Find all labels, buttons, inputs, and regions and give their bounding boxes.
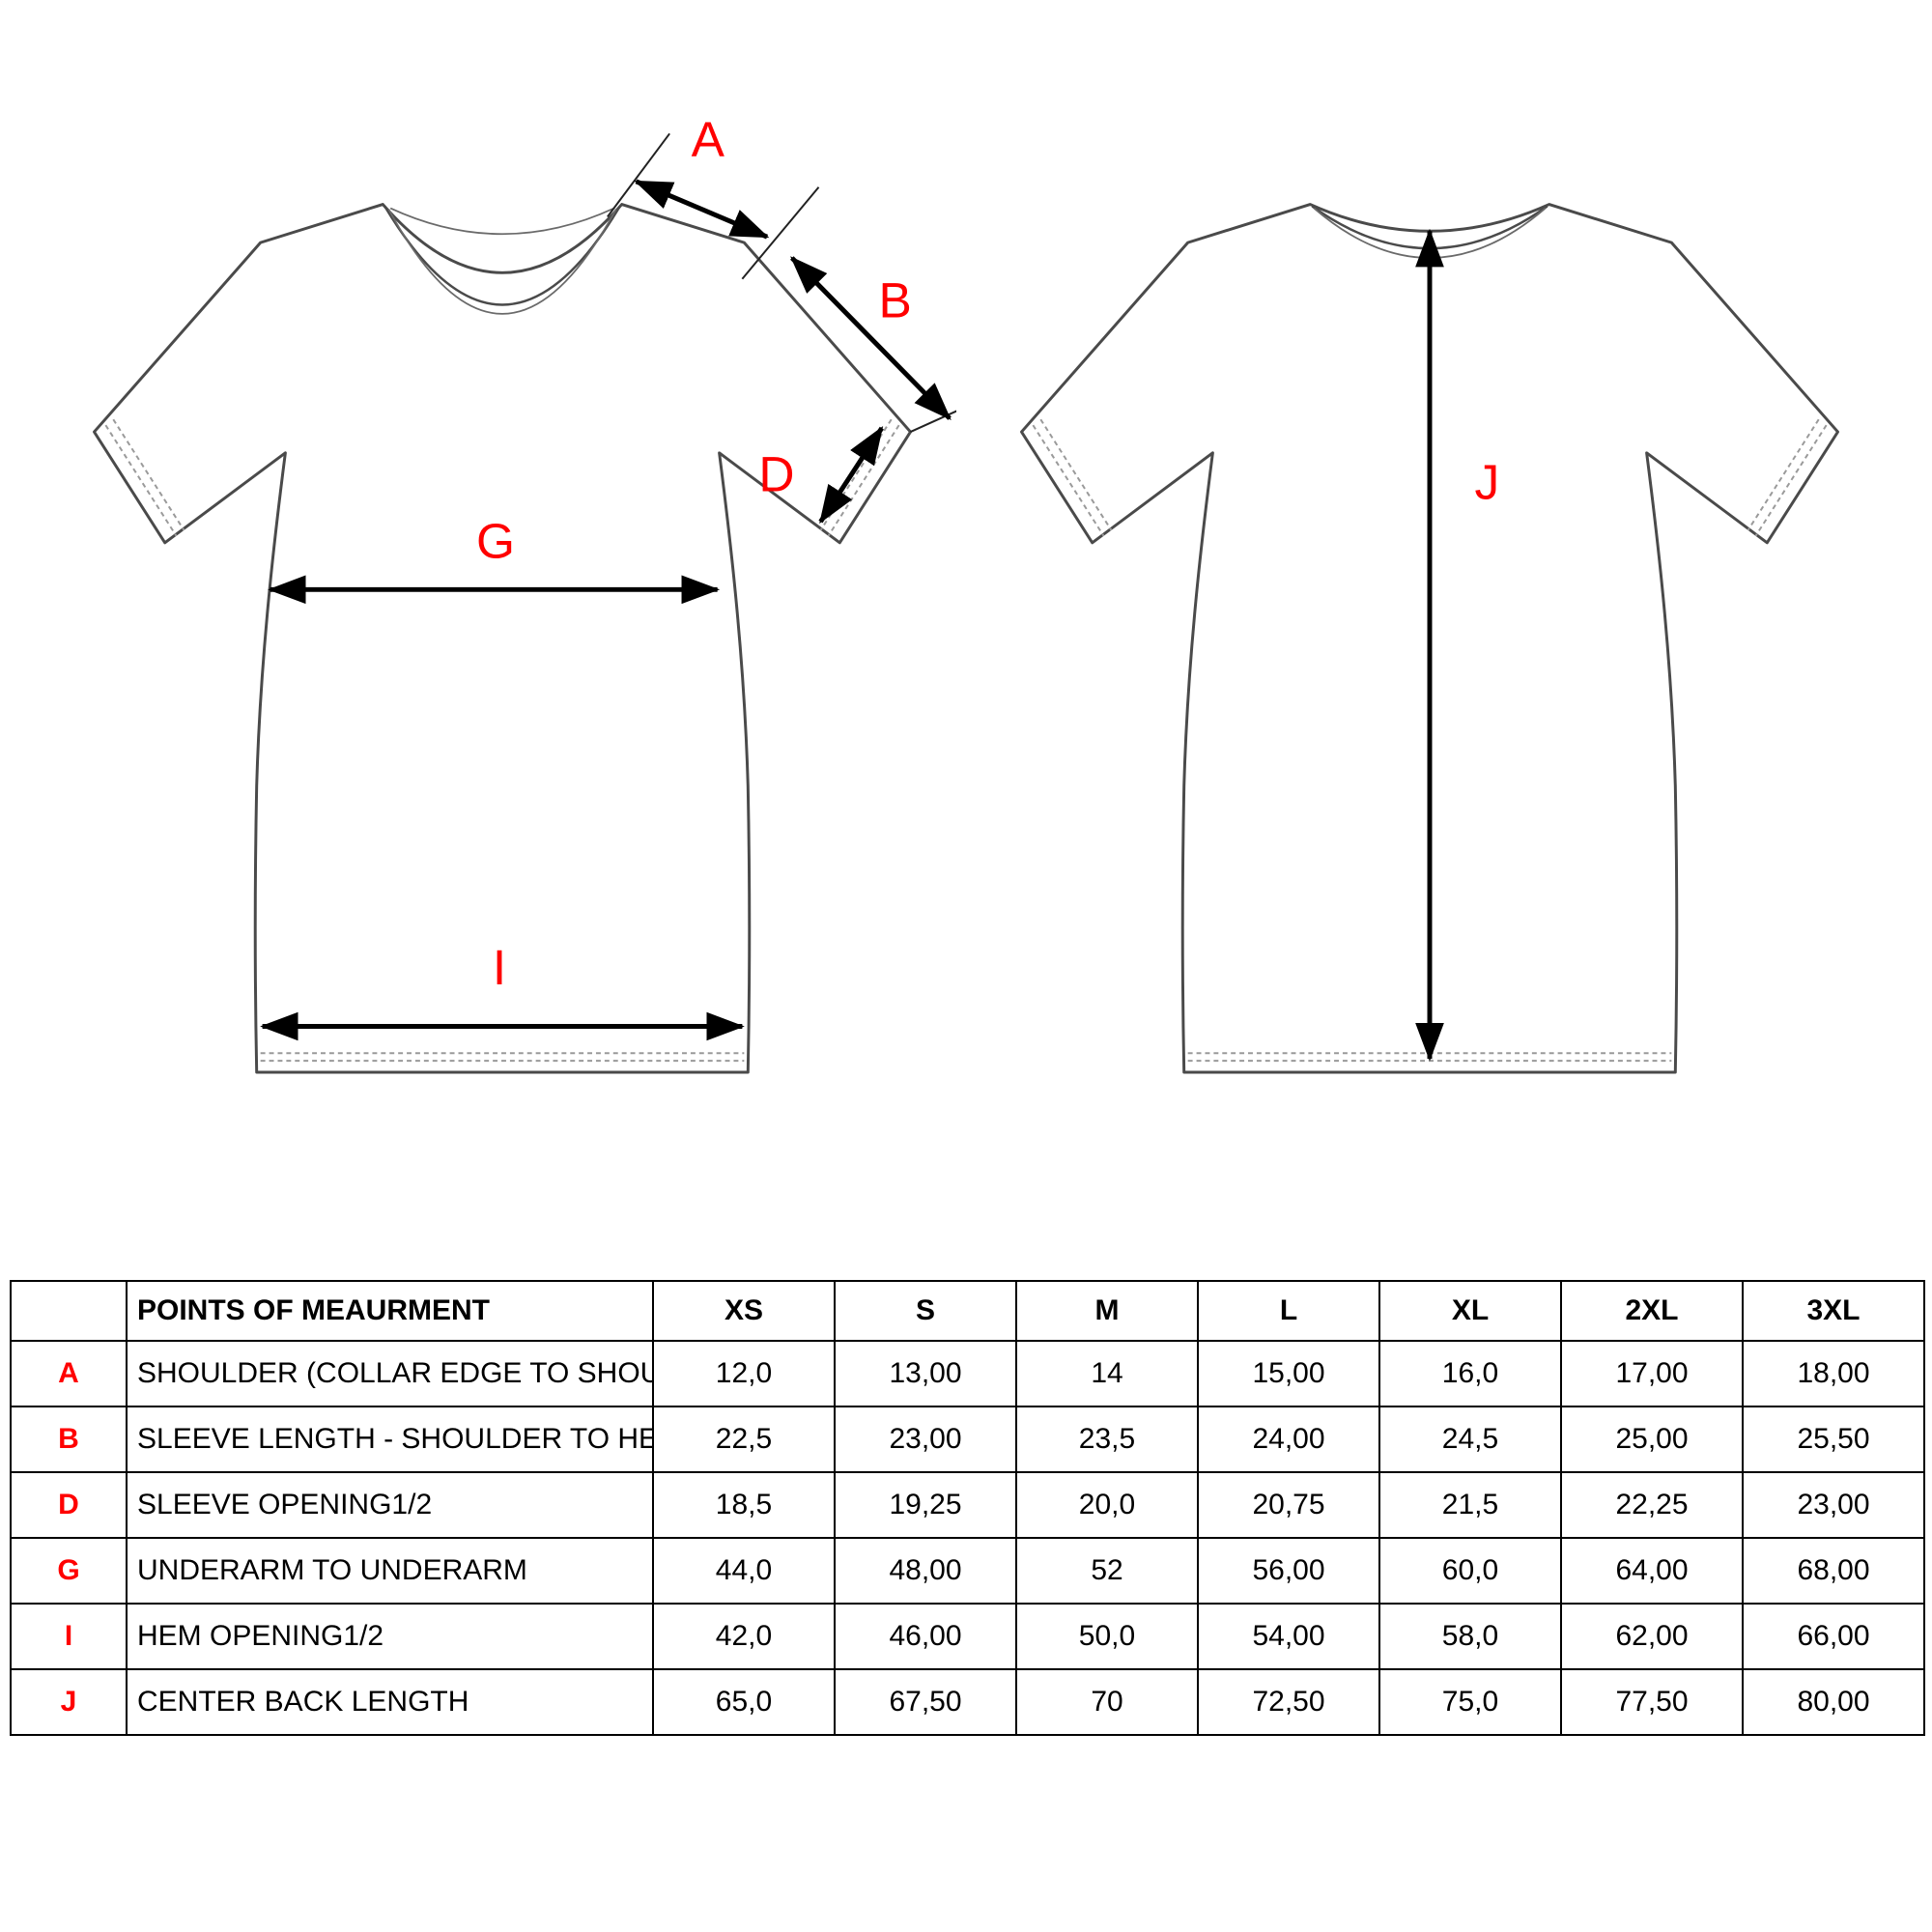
row-value: 23,00 <box>1742 1471 1925 1539</box>
tshirt-back-diagram: J <box>1020 203 1839 1074</box>
row-value: 22,5 <box>652 1406 836 1473</box>
back-measurement-arrows: J <box>1415 228 1500 1062</box>
row-value: 22,25 <box>1560 1471 1744 1539</box>
measurement-label-i: I <box>493 939 506 995</box>
size-header-2xl: 2XL <box>1560 1280 1744 1342</box>
row-value: 16,0 <box>1378 1340 1562 1407</box>
collar-stitch <box>387 209 617 315</box>
tshirt-diagrams: A B D G I J <box>93 116 1839 1074</box>
guide-line-sleeve <box>910 410 956 433</box>
row-key: D <box>10 1471 128 1539</box>
row-value: 20,75 <box>1197 1471 1380 1539</box>
table-row-i: I HEM OPENING1/2 42,0 46,00 50,0 54,00 5… <box>10 1603 1925 1670</box>
arrow-d-sleeve-opening <box>818 426 884 525</box>
row-value: 23,00 <box>834 1406 1017 1473</box>
table-row-d: D SLEEVE OPENING1/2 18,5 19,25 20,0 20,7… <box>10 1471 1925 1539</box>
row-key: G <box>10 1537 128 1605</box>
row-value: 15,00 <box>1197 1340 1380 1407</box>
row-value: 56,00 <box>1197 1537 1380 1605</box>
size-header-xs: XS <box>652 1280 836 1342</box>
row-value: 14 <box>1015 1340 1199 1407</box>
tshirt-front-diagram: A B D G I <box>93 116 956 1074</box>
measurement-label-g: G <box>476 513 515 569</box>
row-value: 18,5 <box>652 1471 836 1539</box>
row-value: 70 <box>1015 1668 1199 1736</box>
row-key: J <box>10 1668 128 1736</box>
row-value: 77,50 <box>1560 1668 1744 1736</box>
row-value: 21,5 <box>1378 1471 1562 1539</box>
points-of-measurement-header: POINTS OF MEAURMENT <box>126 1280 654 1342</box>
row-value: 50,0 <box>1015 1603 1199 1670</box>
row-value: 42,0 <box>652 1603 836 1670</box>
row-value: 72,50 <box>1197 1668 1380 1736</box>
row-value: 80,00 <box>1742 1668 1925 1736</box>
row-name: HEM OPENING1/2 <box>126 1603 654 1670</box>
row-name: UNDERARM TO UNDERARM <box>126 1537 654 1605</box>
row-value: 13,00 <box>834 1340 1017 1407</box>
table-row-j: J CENTER BACK LENGTH 65,0 67,50 70 72,50… <box>10 1668 1925 1736</box>
row-value: 12,0 <box>652 1340 836 1407</box>
row-value: 66,00 <box>1742 1603 1925 1670</box>
measurement-table: POINTS OF MEAURMENT XS S M L XL 2XL 3XL … <box>10 1280 1925 1736</box>
row-value: 48,00 <box>834 1537 1017 1605</box>
measurement-label-d: D <box>758 445 794 501</box>
row-value: 46,00 <box>834 1603 1017 1670</box>
row-value: 23,5 <box>1015 1406 1199 1473</box>
row-value: 25,50 <box>1742 1406 1925 1473</box>
measurement-label-b: B <box>879 271 912 327</box>
table-row-g: G UNDERARM TO UNDERARM 44,0 48,00 52 56,… <box>10 1537 1925 1605</box>
collar-seam <box>384 205 621 306</box>
row-value: 68,00 <box>1742 1537 1925 1605</box>
row-name: CENTER BACK LENGTH <box>126 1668 654 1736</box>
size-header-l: L <box>1197 1280 1380 1342</box>
row-value: 58,0 <box>1378 1603 1562 1670</box>
row-key: B <box>10 1406 128 1473</box>
row-value: 20,0 <box>1015 1471 1199 1539</box>
row-value: 52 <box>1015 1537 1199 1605</box>
tshirt-front-drawing <box>93 203 912 1074</box>
row-value: 17,00 <box>1560 1340 1744 1407</box>
row-key: I <box>10 1603 128 1670</box>
row-value: 44,0 <box>652 1537 836 1605</box>
guide-line-shoulder <box>741 186 820 280</box>
corner-cell <box>10 1280 128 1342</box>
row-value: 67,50 <box>834 1668 1017 1736</box>
row-value: 75,0 <box>1378 1668 1562 1736</box>
row-value: 62,00 <box>1560 1603 1744 1670</box>
back-neck-line <box>389 207 615 236</box>
row-value: 65,0 <box>652 1668 836 1736</box>
row-value: 18,00 <box>1742 1340 1925 1407</box>
row-name: SLEEVE LENGTH - SHOULDER TO HEM <box>126 1406 654 1473</box>
row-value: 25,00 <box>1560 1406 1744 1473</box>
row-value: 64,00 <box>1560 1537 1744 1605</box>
row-value: 60,0 <box>1378 1537 1562 1605</box>
row-value: 24,5 <box>1378 1406 1562 1473</box>
table-header-row: POINTS OF MEAURMENT XS S M L XL 2XL 3XL <box>10 1280 1925 1342</box>
guide-line-collar <box>607 132 670 218</box>
size-header-xl: XL <box>1378 1280 1562 1342</box>
row-key: A <box>10 1340 128 1407</box>
row-name: SHOULDER (COLLAR EDGE TO SHOULDER EDGE) <box>126 1340 654 1407</box>
row-value: 24,00 <box>1197 1406 1380 1473</box>
size-header-m: M <box>1015 1280 1199 1342</box>
row-name: SLEEVE OPENING1/2 <box>126 1471 654 1539</box>
row-value: 19,25 <box>834 1471 1017 1539</box>
size-header-3xl: 3XL <box>1742 1280 1925 1342</box>
table-row-a: A SHOULDER (COLLAR EDGE TO SHOULDER EDGE… <box>10 1340 1925 1407</box>
measurement-label-j: J <box>1475 453 1500 509</box>
size-header-s: S <box>834 1280 1017 1342</box>
arrow-a-shoulder <box>634 179 770 240</box>
row-value: 54,00 <box>1197 1603 1380 1670</box>
measurement-label-a: A <box>692 116 725 167</box>
front-measurement-arrows: A B D G I <box>260 116 956 1041</box>
arrow-b-sleeve-length <box>790 256 952 420</box>
table-row-b: B SLEEVE LENGTH - SHOULDER TO HEM 22,5 2… <box>10 1406 1925 1473</box>
